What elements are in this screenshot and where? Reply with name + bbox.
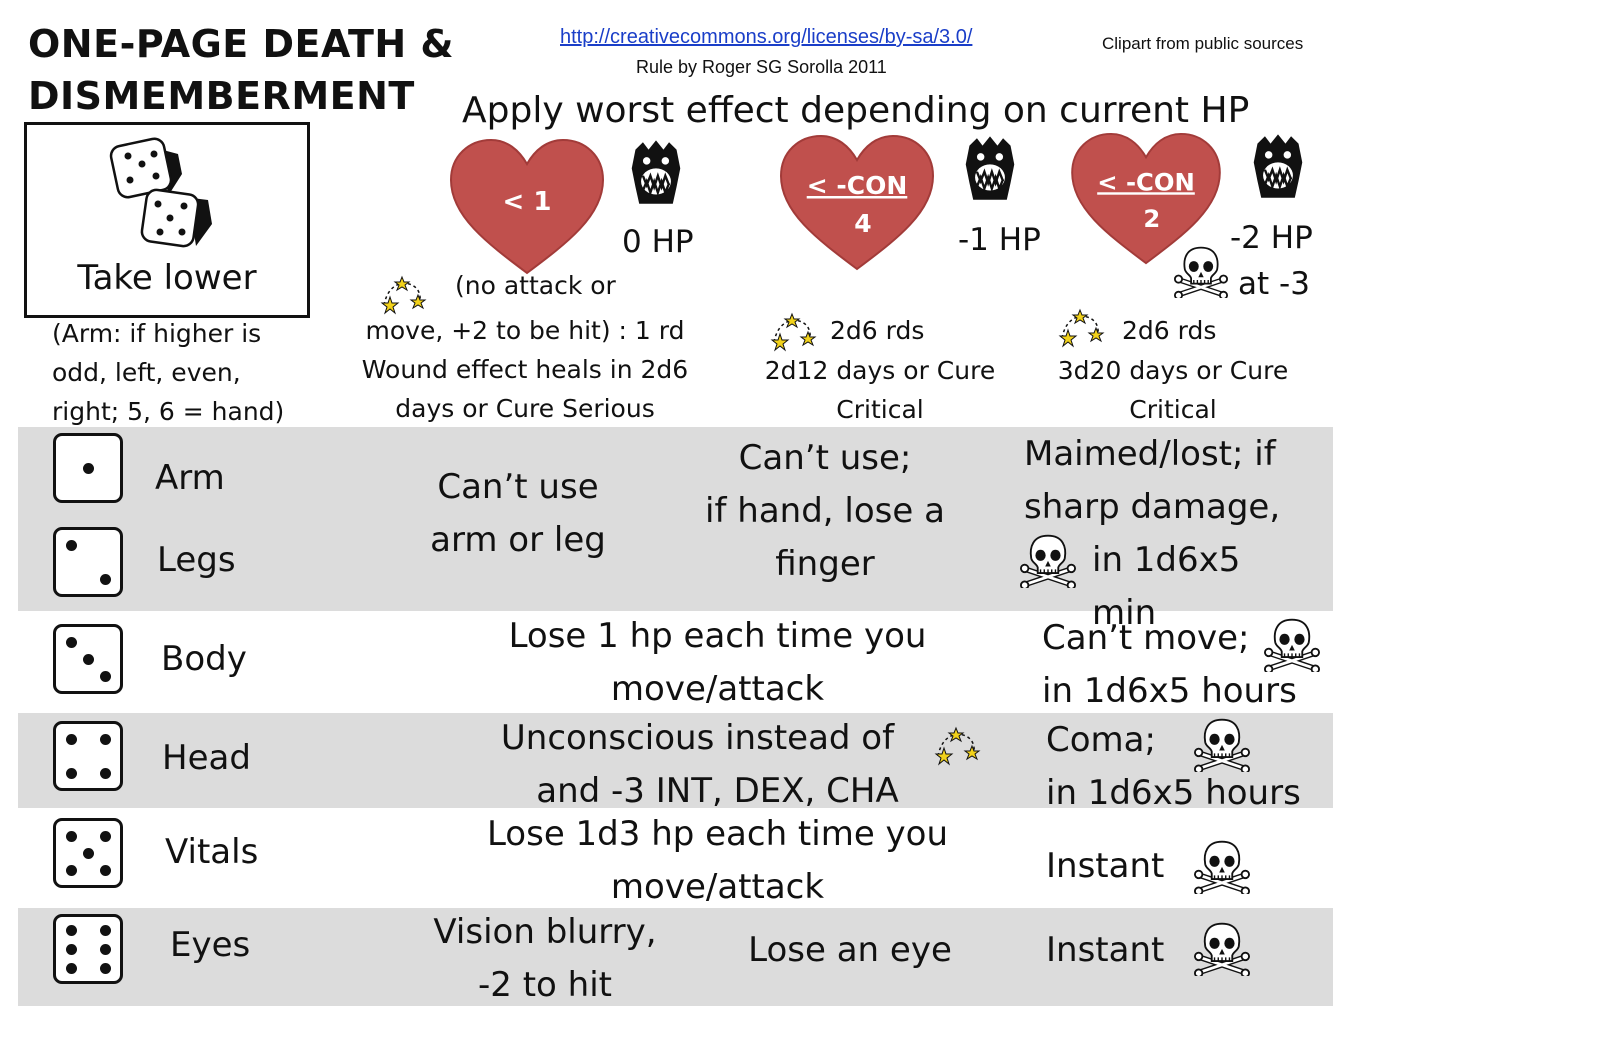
heart-label: < 1: [503, 187, 552, 217]
credit-text: Rule by Roger SG Sorolla 2011: [636, 57, 887, 77]
cell-line: Can’t use: [437, 467, 599, 507]
heart-icon: < 1: [446, 138, 608, 278]
take-lower-box: [24, 122, 310, 318]
cell-line: sharp damage,: [1024, 487, 1281, 527]
cell-line: Can’t move;: [1042, 618, 1250, 658]
cell-vitals-effect: Lose 1d3 hp each time you move/attack: [460, 808, 975, 914]
cell-arm-legs-col3: Maimed/lost; if sharp damage, in 1d6x5 m…: [1024, 428, 1304, 640]
cell-head-death: Coma; in 1d6x5 hours: [1046, 714, 1332, 820]
col3-desc: 2d6 rds: [1122, 316, 1217, 345]
headline: Apply worst effect depending on current …: [462, 90, 1250, 131]
band-eyes: [18, 908, 1333, 1006]
monster-icon: [628, 140, 684, 206]
cell-line: Coma;: [1046, 720, 1156, 760]
desc-line: Critical: [836, 395, 924, 424]
cell-head-effect: Unconscious instead of and -3 INT, DEX, …: [470, 712, 965, 818]
note-line: right; 5, 6 = hand): [52, 397, 285, 426]
stars-icon: [768, 312, 818, 352]
skull-icon: [1264, 616, 1320, 672]
heart-label: 4: [854, 209, 871, 238]
cell-line: Lose 1 hp each time you: [508, 616, 927, 656]
cell-eyes-col1: Vision blurry, -2 to hit: [410, 906, 680, 1012]
die-face-icon: [53, 818, 123, 888]
skull-icon: [1194, 920, 1250, 976]
note-line: (Arm: if higher is: [52, 319, 262, 348]
heart-label: < -CON: [807, 171, 908, 200]
desc-line: Wound effect heals in 2d6: [361, 355, 689, 384]
take-lower-label: Take lower: [77, 258, 257, 298]
hp-threshold: -1 HP: [958, 222, 1041, 258]
monster-icon: [962, 136, 1018, 202]
cell-line: Lose 1d3 hp each time you: [486, 814, 949, 854]
die-face-icon: [53, 721, 123, 791]
title-line-2: DISMEMBERMENT: [28, 74, 415, 118]
note-line: odd, left, even,: [52, 358, 241, 387]
clipart-note: Clipart from public sources: [1102, 34, 1304, 53]
cell-line: if hand, lose a: [705, 491, 945, 531]
row-label-eyes: Eyes: [170, 925, 251, 965]
row-label-head: Head: [162, 738, 251, 778]
cell-line: Can’t use;: [738, 438, 912, 478]
title-line-1: ONE-PAGE DEATH &: [28, 22, 455, 66]
band-head: [18, 713, 1333, 808]
cell-line: move/attack: [610, 669, 825, 709]
col3-desc: 3d20 days or Cure Critical: [1030, 351, 1316, 429]
page-title: ONE-PAGE DEATH & DISMEMBERMENT: [28, 18, 454, 122]
cell-line: arm or leg: [430, 520, 606, 560]
heart-label: < -CON: [1097, 167, 1195, 196]
monster-icon: [1250, 134, 1306, 200]
cell-line: finger: [775, 544, 875, 584]
heart-icon: < -CON 4: [776, 134, 938, 274]
cell-vitals-death: Instant: [1046, 846, 1165, 886]
cell-arm-legs-col2: Can’t use; if hand, lose a finger: [690, 432, 960, 591]
stars-icon: [932, 726, 982, 766]
heart-icon: < -CON 2: [1068, 132, 1224, 268]
cell-body-death: Can’t move; in 1d6x5 hours: [1042, 612, 1332, 718]
cell-line: -2 to hit: [478, 965, 612, 1005]
skull-icon: [1194, 838, 1250, 894]
hp-threshold: 0 HP: [622, 224, 694, 260]
arm-side-note: (Arm: if higher is odd, left, even, righ…: [52, 314, 284, 431]
skull-icon: [1174, 244, 1228, 298]
cell-line: in 1d6x5 min: [1092, 540, 1241, 633]
cell-line: Vision blurry,: [433, 912, 657, 952]
license-link[interactable]: http://creativecommons.org/licenses/by-s…: [560, 26, 973, 48]
row-label-body: Body: [161, 639, 247, 679]
col2-desc: 2d6 rds: [830, 316, 925, 345]
col1-desc: move, +2 to be hit) : 1 rd Wound effect …: [330, 311, 720, 428]
cell-body-effect: Lose 1 hp each time you move/attack: [470, 610, 965, 716]
dice-icon: [109, 137, 212, 248]
die-face-icon: [53, 433, 123, 503]
desc-line: 3d20 days or Cure: [1057, 356, 1289, 385]
band-arm-legs: [18, 427, 1333, 611]
cell-arm-legs-col1: Can’t use arm or leg: [390, 461, 646, 567]
stars-icon: [1056, 308, 1106, 348]
row-label-arm: Arm: [155, 458, 225, 498]
desc-line: 2d12 days or Cure: [764, 356, 996, 385]
cell-eyes-col2: Lose an eye: [748, 930, 952, 970]
die-face-icon: [53, 624, 123, 694]
die-face-icon: [53, 527, 123, 597]
die-face-icon: [53, 914, 123, 984]
cell-line: and -3 INT, DEX, CHA: [536, 771, 899, 811]
col1-desc: (no attack or: [455, 271, 616, 300]
row-label-vitals: Vitals: [165, 832, 259, 872]
desc-line: move, +2 to be hit) : 1 rd: [365, 316, 685, 345]
stars-icon: [378, 275, 428, 315]
desc-line: Critical: [1129, 395, 1217, 424]
cell-line: in 1d6x5 hours: [1046, 773, 1301, 813]
cell-line: Unconscious instead of: [500, 718, 895, 758]
hp-threshold: -2 HP: [1230, 220, 1313, 256]
hp-death-threshold: at -3: [1238, 266, 1310, 302]
cell-line: Maimed/lost; if: [1024, 434, 1276, 474]
heart-label: 2: [1143, 204, 1160, 233]
skull-icon: [1020, 532, 1076, 588]
cell-eyes-death: Instant: [1046, 930, 1165, 970]
cell-line: in 1d6x5 hours: [1042, 671, 1297, 711]
cell-line: move/attack: [610, 867, 825, 907]
col2-desc: 2d12 days or Cure Critical: [740, 351, 1020, 429]
skull-icon: [1194, 716, 1250, 772]
row-label-legs: Legs: [157, 540, 236, 580]
desc-line: days or Cure Serious: [395, 394, 655, 423]
